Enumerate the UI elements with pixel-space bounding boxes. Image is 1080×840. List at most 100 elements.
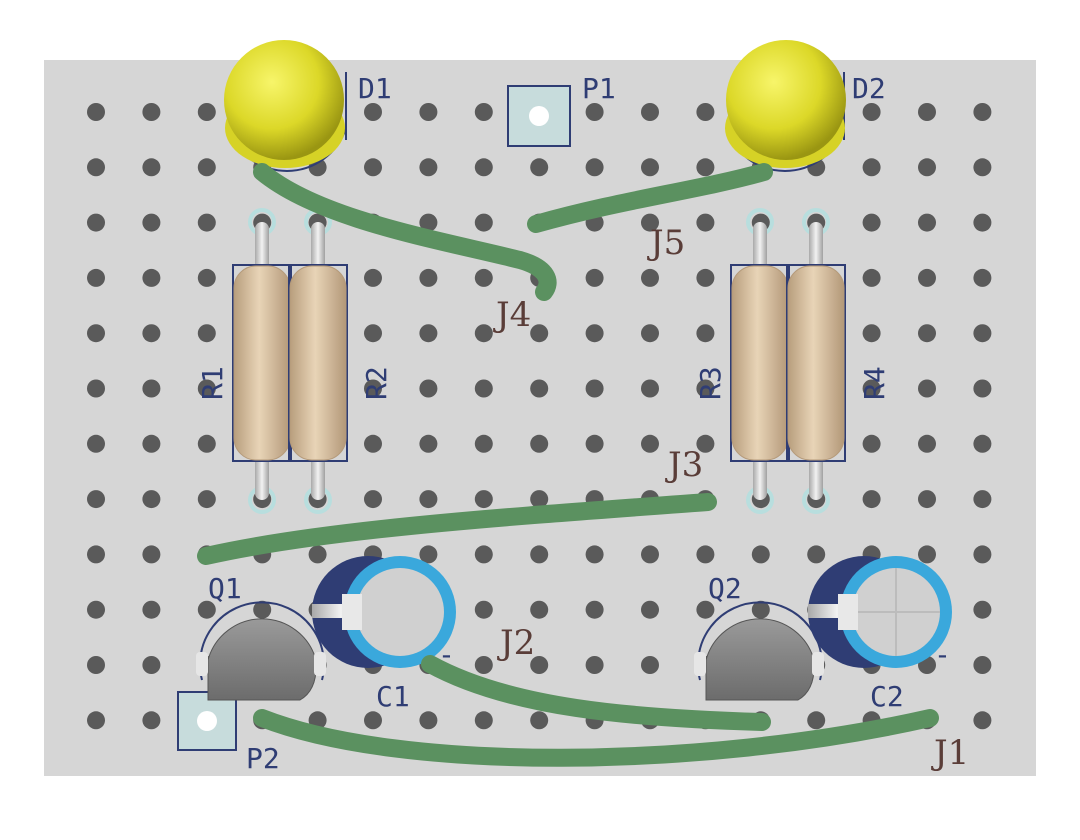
board-hole bbox=[585, 600, 604, 619]
board-hole bbox=[419, 268, 438, 287]
label-j3: J3 bbox=[665, 445, 703, 485]
board-hole bbox=[142, 324, 161, 343]
board-hole bbox=[87, 213, 105, 232]
board-hole bbox=[87, 268, 105, 287]
board-hole bbox=[87, 434, 105, 453]
board-hole bbox=[530, 379, 549, 398]
resistor-r4 bbox=[786, 222, 846, 500]
capacitor-c2 bbox=[808, 556, 952, 668]
board-hole bbox=[585, 545, 604, 564]
board-hole bbox=[696, 545, 715, 564]
board-hole bbox=[253, 600, 272, 619]
board-hole bbox=[87, 656, 105, 674]
board-hole bbox=[973, 434, 992, 453]
board-hole bbox=[419, 711, 438, 730]
board-hole bbox=[585, 158, 604, 177]
board-hole bbox=[474, 434, 493, 453]
board-hole bbox=[530, 490, 549, 509]
board-hole bbox=[474, 545, 493, 564]
board-hole bbox=[142, 711, 161, 730]
jumper-j1 bbox=[253, 709, 939, 767]
board-hole bbox=[918, 490, 936, 509]
jumper-j3 bbox=[197, 493, 717, 565]
board-hole bbox=[474, 268, 493, 287]
label-d1: D1 bbox=[358, 72, 392, 105]
board-hole bbox=[142, 545, 161, 564]
label-c1-minus: - bbox=[438, 638, 455, 671]
board-hole bbox=[918, 379, 936, 398]
label-c2: C2 bbox=[870, 680, 904, 713]
pad-p2 bbox=[177, 691, 237, 751]
label-c1: C1 bbox=[376, 680, 410, 713]
board-hole bbox=[197, 103, 216, 121]
board-hole bbox=[474, 490, 493, 509]
board-hole bbox=[364, 103, 382, 121]
board-hole bbox=[918, 103, 936, 121]
board-hole bbox=[419, 434, 438, 453]
board-hole bbox=[585, 434, 604, 453]
resistor-r2 bbox=[288, 222, 348, 500]
board-hole bbox=[142, 490, 161, 509]
resistor-r3 bbox=[730, 222, 790, 500]
board-hole bbox=[474, 711, 493, 730]
led-icon bbox=[224, 40, 344, 160]
board-hole bbox=[364, 158, 382, 177]
board-hole bbox=[142, 213, 161, 232]
board-hole bbox=[364, 711, 382, 730]
board-hole bbox=[807, 545, 826, 564]
board-hole bbox=[641, 545, 659, 564]
board-hole bbox=[474, 656, 493, 674]
board-hole bbox=[918, 268, 936, 287]
board-hole bbox=[364, 379, 382, 398]
board-hole bbox=[973, 213, 992, 232]
board-hole bbox=[530, 434, 549, 453]
board-hole bbox=[474, 103, 493, 121]
board-hole bbox=[530, 545, 549, 564]
board-hole bbox=[641, 324, 659, 343]
board-hole bbox=[696, 600, 715, 619]
board-hole bbox=[585, 103, 604, 121]
board-hole bbox=[641, 103, 659, 121]
board-hole bbox=[918, 324, 936, 343]
board-hole bbox=[474, 324, 493, 343]
label-r2: R2 bbox=[360, 366, 393, 400]
label-j1: J1 bbox=[931, 733, 969, 773]
board-hole bbox=[474, 213, 493, 232]
board-hole bbox=[419, 103, 438, 121]
board-hole bbox=[918, 545, 936, 564]
board-hole bbox=[973, 600, 992, 619]
board-hole bbox=[862, 434, 881, 453]
board-hole bbox=[308, 545, 327, 564]
label-c2-minus: - bbox=[934, 638, 951, 671]
led-d2 bbox=[725, 40, 846, 172]
board-hole bbox=[197, 600, 216, 619]
board-hole bbox=[641, 600, 659, 619]
board-hole bbox=[973, 379, 992, 398]
board-hole bbox=[862, 268, 881, 287]
jumper-j5 bbox=[527, 163, 773, 233]
board-hole bbox=[918, 434, 936, 453]
board-hole bbox=[197, 213, 216, 232]
board-hole bbox=[419, 379, 438, 398]
board-hole bbox=[973, 103, 992, 121]
led-icon bbox=[726, 40, 846, 160]
board-hole bbox=[474, 158, 493, 177]
board-hole bbox=[918, 213, 936, 232]
board-hole bbox=[87, 103, 105, 121]
board-hole bbox=[751, 545, 770, 564]
board-hole bbox=[696, 103, 715, 121]
label-r3: R3 bbox=[694, 366, 727, 400]
board-hole bbox=[142, 434, 161, 453]
label-j2: J2 bbox=[497, 623, 535, 663]
board-hole bbox=[641, 268, 659, 287]
jumper-j4 bbox=[253, 163, 557, 301]
board-hole bbox=[364, 324, 382, 343]
board-hole bbox=[364, 434, 382, 453]
board-hole bbox=[973, 711, 992, 730]
board-hole bbox=[142, 158, 161, 177]
board-hole bbox=[862, 103, 881, 121]
board-hole bbox=[862, 490, 881, 509]
label-r4: R4 bbox=[858, 366, 891, 400]
board-hole bbox=[862, 324, 881, 343]
